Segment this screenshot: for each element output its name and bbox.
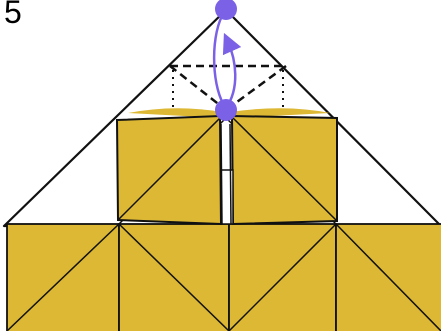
bottom-flaps	[6, 223, 441, 331]
upper-flap-creases	[117, 117, 338, 225]
paper-peek	[128, 108, 226, 118]
fold-lines-dotted	[172, 70, 284, 112]
step-number: 5	[4, 0, 22, 30]
fold-lines-dashed	[169, 64, 287, 112]
target-point-marker	[215, 0, 237, 20]
dashed-left-diagonal-fold	[169, 65, 227, 111]
start-point-marker	[215, 99, 237, 121]
